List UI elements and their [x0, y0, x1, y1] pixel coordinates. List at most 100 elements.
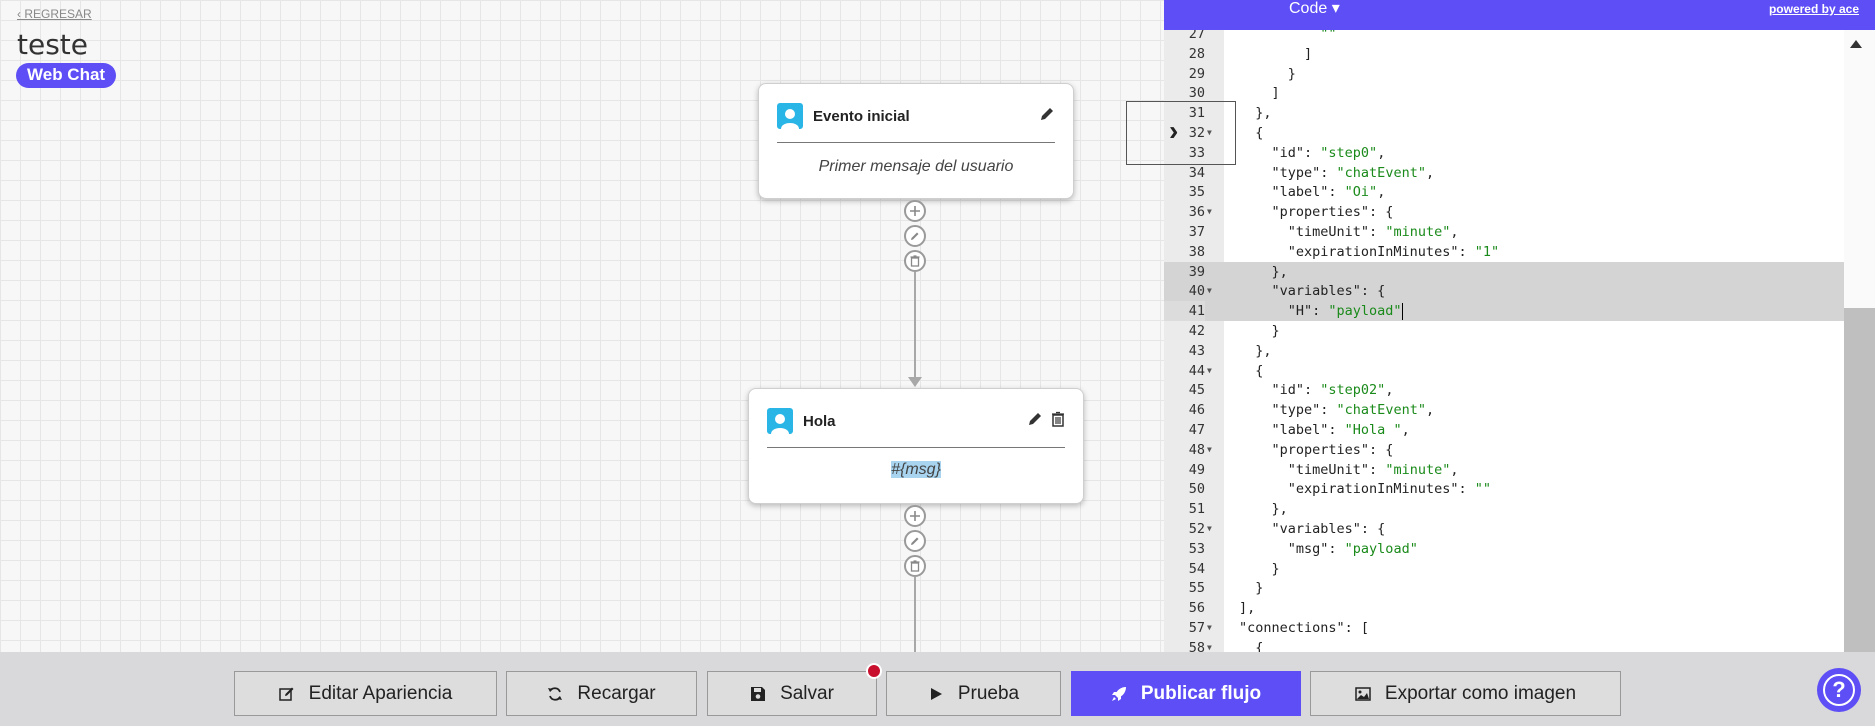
trash-icon[interactable]	[1051, 411, 1065, 432]
delete-connection-button[interactable]	[904, 250, 926, 272]
code-line[interactable]: 42 }	[1164, 321, 1844, 341]
line-number: 42	[1188, 323, 1205, 339]
export-image-button[interactable]: Exportar como imagen	[1310, 671, 1621, 716]
code-line-text: {	[1239, 125, 1264, 141]
code-line-text: "properties": {	[1239, 441, 1394, 458]
code-line[interactable]: 58▼ {	[1164, 638, 1844, 652]
code-line[interactable]: 31 },	[1164, 103, 1844, 123]
line-number: 58	[1188, 639, 1205, 652]
code-line-text: "H": "payload"	[1239, 302, 1403, 320]
code-line[interactable]: 30 ]	[1164, 83, 1844, 103]
line-number: 55	[1188, 580, 1205, 597]
code-line-text: ]	[1239, 85, 1280, 102]
code-line[interactable]: 34 "type": "chatEvent",	[1164, 163, 1844, 183]
help-button[interactable]: ?	[1817, 668, 1861, 712]
save-button[interactable]: Salvar	[707, 671, 877, 716]
powered-by-link[interactable]: powered by ace	[1768, 2, 1859, 16]
flow-node-start[interactable]: Evento inicial Primer mensaje del usuari…	[758, 83, 1074, 199]
code-line[interactable]: 36▼ "properties": {	[1164, 202, 1844, 222]
code-line[interactable]: 54 }	[1164, 559, 1844, 579]
code-line[interactable]: 44▼ {	[1164, 361, 1844, 381]
pencil-icon[interactable]	[1027, 411, 1043, 432]
refresh-icon	[547, 686, 563, 702]
code-line[interactable]: 35 "label": "Oi",	[1164, 182, 1844, 202]
fold-toggle-icon[interactable]: ▼	[1207, 286, 1212, 296]
line-number: 37	[1188, 224, 1205, 240]
code-line[interactable]: 40▼ "variables": {	[1164, 281, 1844, 302]
line-number: 39	[1188, 263, 1205, 280]
code-line[interactable]: 52▼ "variables": {	[1164, 519, 1844, 539]
flow-canvas[interactable]: ‹ REGRESAR teste Web Chat Evento inicial…	[0, 0, 1164, 652]
code-line-text: "type": "chatEvent",	[1239, 402, 1435, 419]
code-line[interactable]: 49 "timeUnit": "minute",	[1164, 460, 1844, 480]
code-line[interactable]: 50 "expirationInMinutes": ""	[1164, 479, 1844, 499]
connection-line	[914, 272, 916, 380]
code-line[interactable]: 33 "id": "step0",	[1164, 143, 1844, 163]
test-button[interactable]: Prueba	[886, 671, 1061, 716]
reload-button[interactable]: Recargar	[506, 671, 697, 716]
code-line[interactable]: 38 "expirationInMinutes": "1"	[1164, 242, 1844, 262]
add-step-button[interactable]	[904, 200, 926, 222]
edit-connection-button[interactable]	[904, 530, 926, 552]
code-tab-dropdown[interactable]: Code ▾	[1289, 0, 1340, 17]
fold-toggle-icon[interactable]: ▼	[1207, 365, 1212, 375]
line-number: 56	[1188, 600, 1205, 617]
code-line-text: "label": "Hola ",	[1239, 422, 1410, 438]
line-number: 30	[1188, 85, 1205, 102]
scroll-up-arrow-icon[interactable]	[1850, 40, 1862, 48]
code-editor-panel[interactable]: Code ▾ powered by ace 27 ""28 ]29 }30 ]3…	[1164, 0, 1875, 652]
node-body-text: Primer mensaje del usuario	[818, 158, 1014, 175]
delete-connection-button[interactable]	[904, 555, 926, 577]
line-number: 32	[1188, 125, 1205, 141]
code-line[interactable]: 47 "label": "Hola ",	[1164, 420, 1844, 440]
line-number: 35	[1188, 184, 1205, 201]
channel-badge: Web Chat	[16, 63, 117, 88]
chevron-right-icon: ›	[1169, 115, 1179, 146]
code-line[interactable]: 41 "H": "payload"	[1164, 301, 1844, 322]
code-line[interactable]: 56],	[1164, 598, 1844, 618]
fold-toggle-icon[interactable]: ▼	[1207, 444, 1212, 454]
code-line[interactable]: 51 },	[1164, 499, 1844, 519]
back-link[interactable]: ‹ REGRESAR	[17, 7, 92, 21]
line-number: 52	[1188, 521, 1205, 537]
publish-flow-button[interactable]: Publicar flujo	[1071, 671, 1301, 716]
reload-label: Recargar	[577, 682, 656, 704]
line-number: 41	[1164, 301, 1205, 322]
code-line[interactable]: 57▼"connections": [	[1164, 618, 1844, 638]
code-line-text: ],	[1239, 600, 1256, 617]
node-title: Hola	[803, 412, 836, 430]
user-avatar-icon	[767, 408, 793, 434]
play-icon	[928, 686, 944, 702]
toggle-editor-button[interactable]: ›	[1126, 101, 1236, 165]
code-line[interactable]: 48▼ "properties": {	[1164, 440, 1844, 460]
code-line-text: "id": "step0",	[1239, 144, 1386, 161]
pencil-icon[interactable]	[1039, 106, 1055, 127]
code-line[interactable]: 37 "timeUnit": "minute",	[1164, 222, 1844, 242]
code-line[interactable]: 27 ""	[1164, 30, 1844, 44]
fold-toggle-icon[interactable]: ▼	[1207, 207, 1212, 217]
code-line[interactable]: 46 "type": "chatEvent",	[1164, 400, 1844, 420]
fold-toggle-icon[interactable]: ▼	[1207, 642, 1212, 652]
fold-toggle-icon[interactable]: ▼	[1207, 524, 1212, 533]
edit-appearance-button[interactable]: Editar Apariencia	[234, 671, 497, 716]
fold-toggle-icon[interactable]: ▼	[1207, 128, 1212, 137]
code-line[interactable]: 53 "msg": "payload"	[1164, 539, 1844, 559]
flow-node-hola[interactable]: Hola #{msg}	[748, 388, 1084, 504]
code-line-text: {	[1239, 639, 1264, 652]
code-line[interactable]: 39 },	[1164, 261, 1844, 282]
scrollbar-thumb[interactable]	[1844, 308, 1875, 652]
code-line[interactable]: 28 ]	[1164, 44, 1844, 64]
code-line[interactable]: 32▼ {	[1164, 123, 1844, 143]
code-line[interactable]: 43 },	[1164, 341, 1844, 361]
code-line[interactable]: 45 "id": "step02",	[1164, 380, 1844, 400]
fold-toggle-icon[interactable]: ▼	[1207, 623, 1212, 632]
edit-connection-button[interactable]	[904, 225, 926, 247]
add-step-button[interactable]	[904, 505, 926, 527]
code-line-text: "msg": "payload"	[1239, 540, 1418, 557]
code-line[interactable]: 55 }	[1164, 578, 1844, 598]
editor-scrollbar[interactable]	[1844, 30, 1875, 652]
code-text-area[interactable]: 27 ""28 ]29 }30 ]31 },32▼ {33 "id": "ste…	[1164, 30, 1844, 652]
code-line[interactable]: 29 }	[1164, 64, 1844, 84]
line-number: 48	[1188, 441, 1205, 458]
flow-title: teste	[17, 28, 88, 61]
